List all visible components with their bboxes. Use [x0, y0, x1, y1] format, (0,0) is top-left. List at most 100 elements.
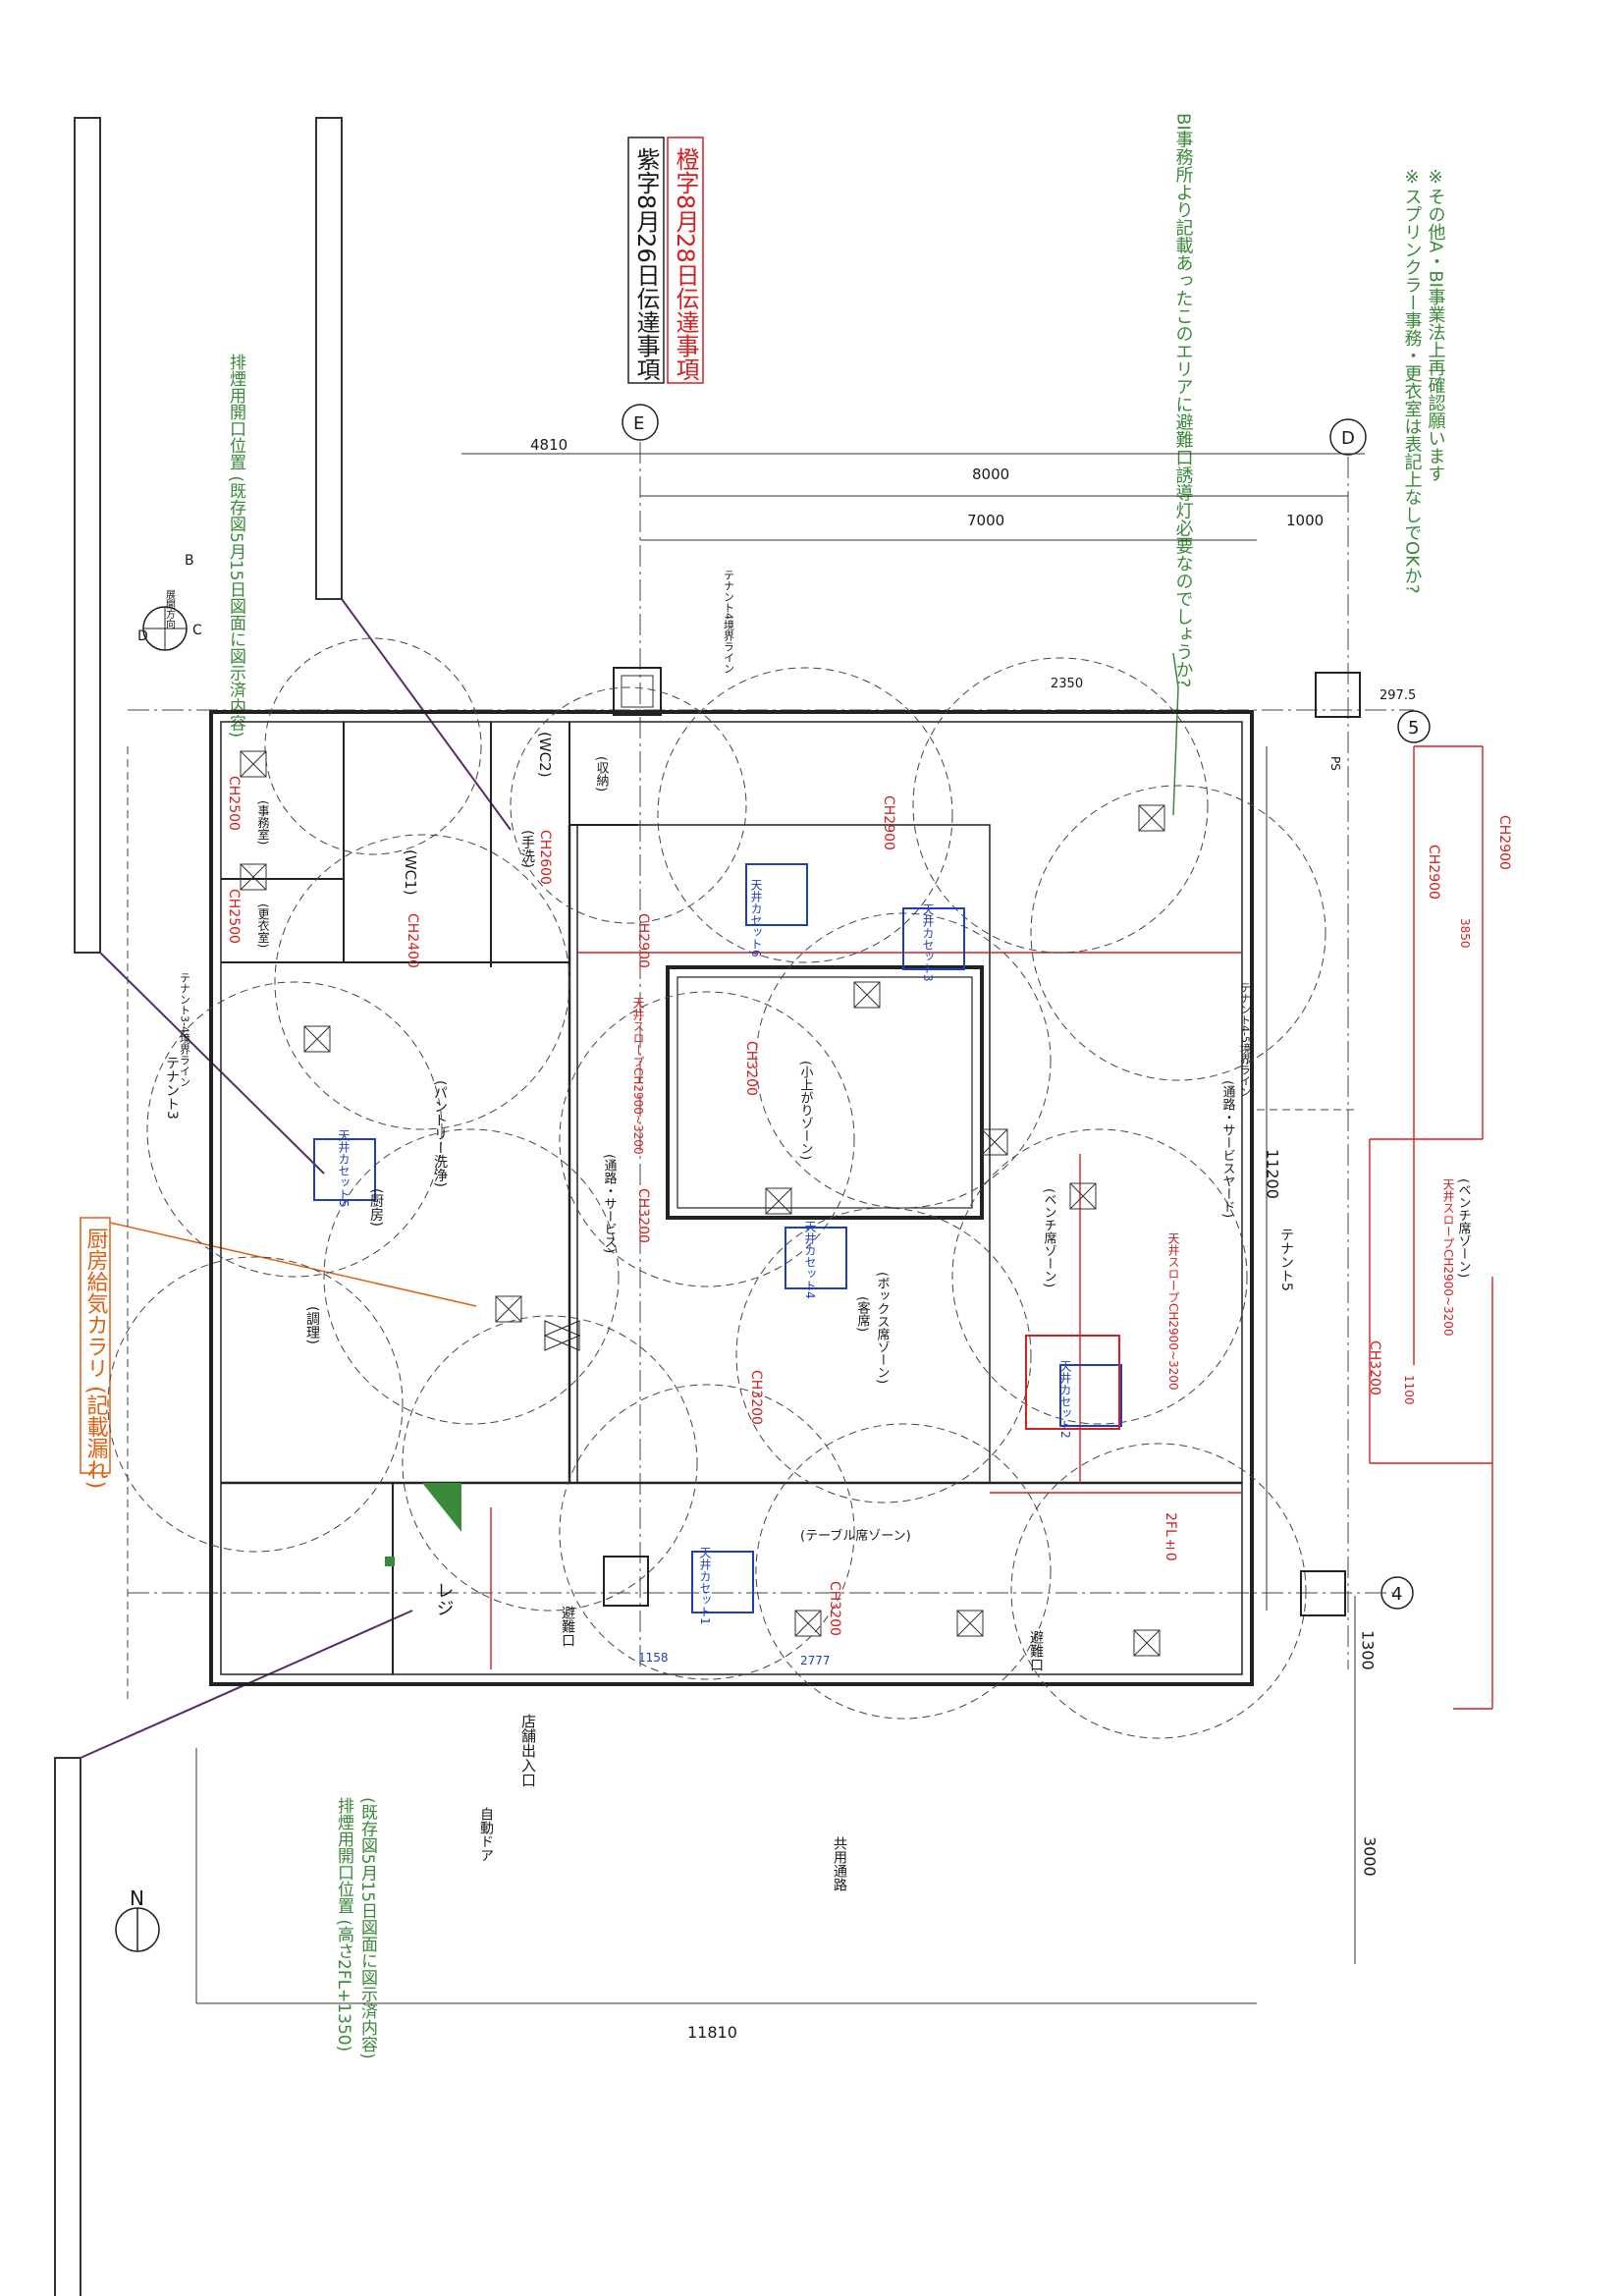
sprinkler-circle	[146, 981, 443, 1278]
dim-8000: 8000	[972, 465, 1009, 483]
room-bench-zone-2: (ベンチ席ゾーン)	[1456, 1178, 1472, 1278]
dim-1000: 1000	[1286, 512, 1324, 529]
exhaust-fan	[303, 1025, 331, 1053]
column-3	[1300, 1570, 1346, 1616]
exhaust-fan	[1069, 1182, 1097, 1210]
ceiling-cassette	[902, 907, 965, 970]
exhaust-fans	[240, 750, 1165, 1657]
exhaust-fan	[794, 1610, 822, 1637]
grid-5-bubble	[1397, 710, 1431, 743]
exhaust-fan-cross	[956, 1610, 984, 1637]
sprinkler-circle	[559, 991, 855, 1287]
room-wc2: (WC2)	[536, 732, 554, 778]
north-label: N	[130, 1886, 144, 1910]
room-handwash: (手洗)	[519, 830, 535, 868]
ch-3200a: CH3200	[743, 1041, 759, 1096]
dim-11810: 11810	[687, 2023, 737, 2042]
room-tenant5: テナント5	[1278, 1228, 1294, 1291]
grid-E: E	[633, 413, 644, 434]
sprinkler-circle	[735, 1207, 1032, 1503]
grid-5: 5	[1408, 718, 1419, 738]
sprinkler-circle	[510, 686, 747, 924]
column-2	[1315, 672, 1361, 718]
cassette-label-5: 天井カセット5	[337, 1129, 351, 1208]
room-evacuation-2: 避難口	[1028, 1630, 1044, 1671]
exhaust-fan	[956, 1610, 984, 1637]
exhaust-fan-cross	[794, 1610, 822, 1637]
sprinkler-circles	[107, 637, 1326, 1739]
exhaust-fan	[1138, 804, 1165, 832]
room-bench-zone: (ベンチ席ゾーン)	[1042, 1188, 1057, 1287]
room-auto-door: 自動ドア	[478, 1807, 494, 1862]
note-bottom-green-1: 排煙用開口位置 (高さ2FL+1350)	[334, 1797, 354, 2051]
ceiling-cassette	[1059, 1364, 1122, 1427]
exhaust-fan-cross	[303, 1025, 331, 1053]
room-table-zone: (テーブル席ゾーン)	[800, 1528, 911, 1544]
ch-2400: CH2400	[405, 913, 420, 968]
exhaust-fan	[853, 981, 881, 1009]
kitchen-arrow	[109, 1222, 477, 1307]
room-cook: (調理)	[304, 1306, 320, 1344]
ch-2900c: CH2900	[1426, 845, 1441, 900]
outer-wall	[209, 710, 1254, 1686]
koagari-room-inner	[676, 976, 973, 1209]
sprinkler-circle	[912, 657, 1209, 954]
ch-2500a: CH2500	[226, 776, 242, 831]
dim-2350: 2350	[1051, 677, 1083, 691]
room-kouishitsu: (更衣室)	[256, 903, 270, 948]
note-red-text: 橙字8月28日伝達事項	[672, 147, 699, 381]
exhaust-fan-cross	[240, 863, 267, 891]
ch-3200d: CH3200	[827, 1581, 842, 1636]
ch-2900a: CH2900	[635, 913, 651, 968]
grid-4: 4	[1391, 1584, 1402, 1605]
exhaust-fan-cross	[853, 981, 881, 1009]
cassette-label-1: 天井カセット1	[698, 1547, 712, 1625]
exhaust-fan	[495, 1295, 522, 1323]
exhaust-fan-cross	[240, 750, 267, 778]
dim-3000: 3000	[1361, 1836, 1380, 1877]
dim-2777: 2777	[800, 1654, 831, 1667]
room-wc1: (WC1)	[402, 849, 419, 896]
room-tenant45-line: テナント4-5境界ライン	[1239, 982, 1252, 1097]
room-tenant3: テナント3	[164, 1056, 180, 1120]
sprinkler-circle	[1030, 785, 1326, 1081]
exhaust-fan	[1133, 1629, 1161, 1657]
door-2	[543, 1320, 580, 1351]
room-kyakuseki: (客席)	[855, 1296, 871, 1332]
grid-D: D	[1341, 428, 1355, 449]
ch-2900b: CH2900	[881, 795, 896, 850]
note-sprinkler-2: ※その他A・BI事業法上再確認願います	[1426, 167, 1446, 482]
ceiling-cassette	[313, 1138, 376, 1201]
koagari-room	[666, 965, 984, 1220]
compass-d: D	[137, 629, 148, 644]
cassette-label-6: 天井カセット6	[749, 879, 763, 957]
bi-arrow-2	[1172, 686, 1179, 816]
sprinkler-circle	[274, 834, 570, 1130]
ch-3200b: CH3200	[635, 1188, 651, 1243]
cassette-label-2: 天井カセット2	[1058, 1360, 1072, 1439]
exhaust-fan-cross	[1138, 804, 1165, 832]
column-4	[603, 1556, 649, 1607]
note-purple-text: 紫字8月26日伝達事項	[632, 147, 660, 381]
room-common-passage: 共用通路	[832, 1836, 847, 1891]
room-evacuation: 避難口	[560, 1606, 575, 1647]
ch-slope-1: 天井スロープCH2900~3200	[631, 997, 645, 1155]
exhaust-fan	[240, 750, 267, 778]
sprinkler-circle	[107, 1256, 404, 1553]
sprinkler-circle	[951, 1128, 1248, 1425]
room-passage-yard: (通路・サービスヤード)	[1220, 1080, 1236, 1218]
sprinkler-circle	[755, 1423, 1052, 1720]
note-top-green: 排煙用開口位置 (既存図5月15日図面に図示済内容)	[226, 354, 246, 738]
ch-slope-3: 天井スロープCH2900~3200	[1441, 1178, 1455, 1337]
note-bi-question: BI事務所より記載あったこのエリアに避難口誘導灯必要なのでしょうか?	[1173, 113, 1194, 687]
ch-2900d: CH2900	[1496, 815, 1512, 870]
note-kitchen-box	[80, 1217, 111, 1474]
green-marker	[422, 1483, 461, 1532]
room-storage: (収納)	[594, 756, 610, 792]
exhaust-fan-cross	[981, 1128, 1008, 1156]
exhaust-fan-cross	[495, 1295, 522, 1323]
exhaust-fan-cross	[765, 1187, 792, 1215]
room-entrance: 店舗出入口	[519, 1714, 537, 1787]
ch-2500b: CH2500	[226, 889, 242, 944]
note-sprinkler-1: ※スプリンクラー事務・更衣室は表記上なしでOKか?	[1402, 167, 1423, 594]
